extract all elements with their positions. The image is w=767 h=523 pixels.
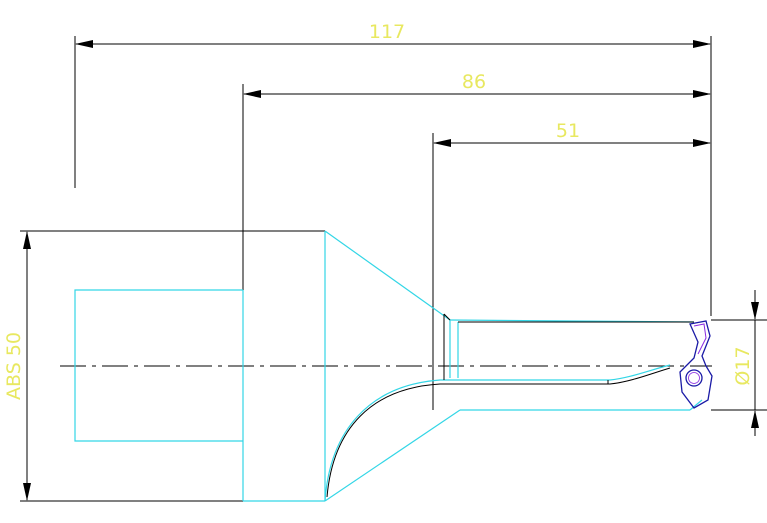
cutting-insert	[679, 320, 713, 409]
extension-lines	[20, 36, 767, 502]
dim-flute-length: 51	[556, 120, 580, 142]
insert-screw-icon	[685, 369, 703, 387]
dim-body-length: 86	[462, 71, 486, 93]
dim-drill-diameter: Ø17	[732, 346, 754, 385]
dim-overall-length: 117	[369, 21, 405, 43]
flute-detail	[326, 313, 694, 498]
body-outline	[74, 230, 703, 502]
shank-outline	[242, 230, 325, 290]
dimension-lines	[23, 40, 759, 501]
dim-shank-diameter: ABS 50	[3, 332, 25, 400]
